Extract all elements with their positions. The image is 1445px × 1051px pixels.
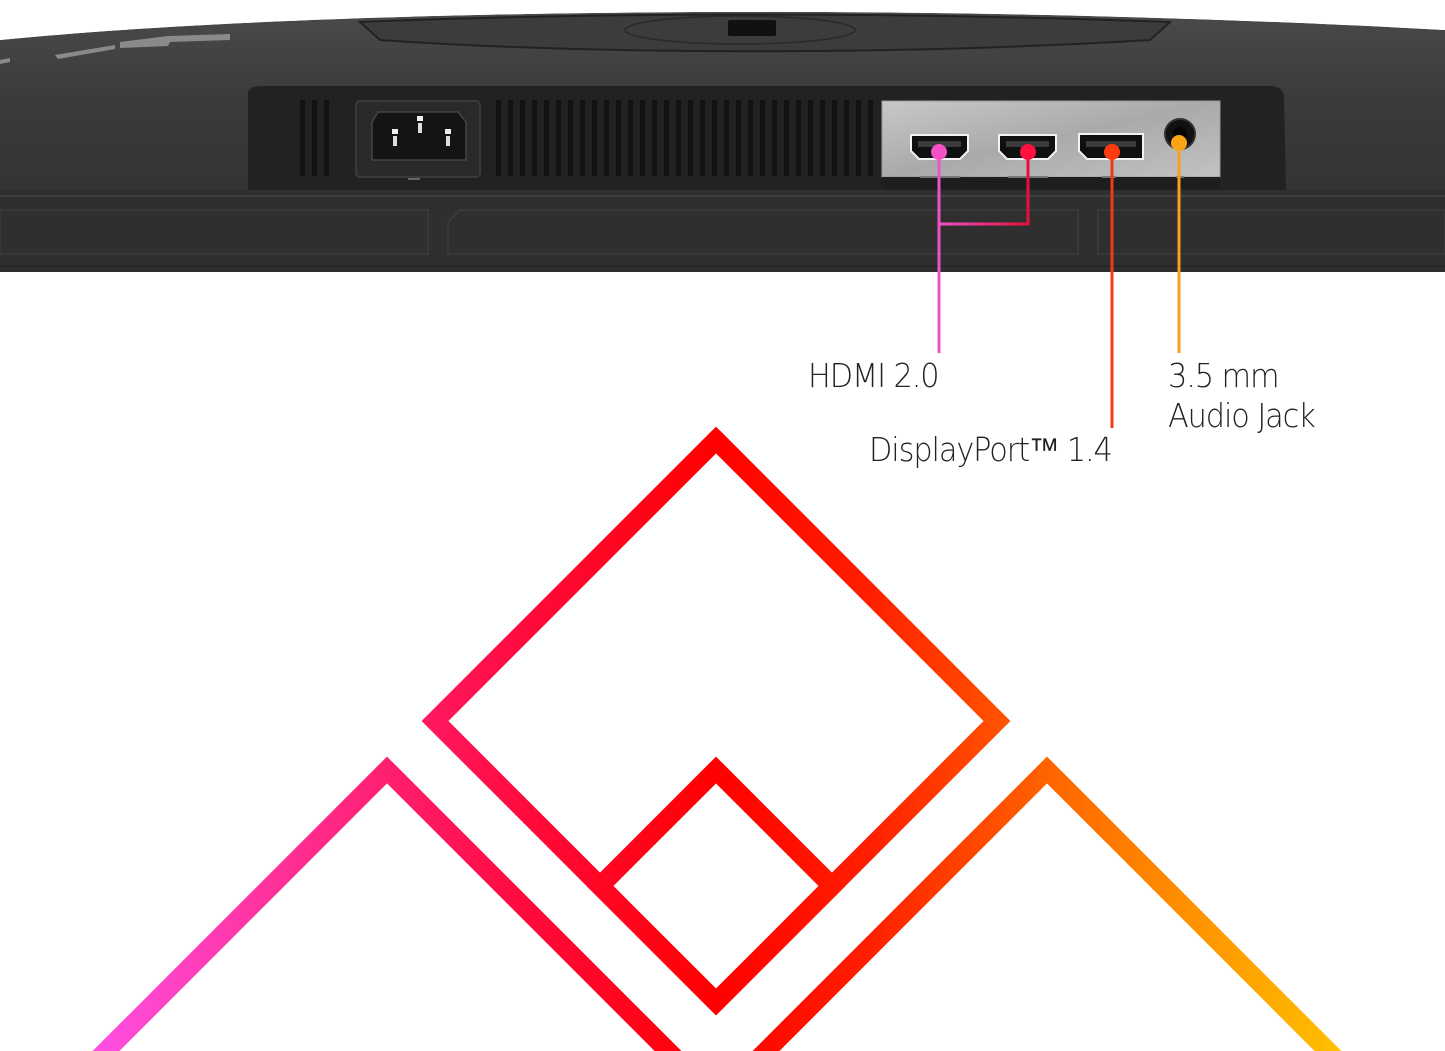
audio-jack-label-line2: Audio Jack [1168, 396, 1316, 435]
hdmi-label: HDMI 2.0 [808, 356, 940, 395]
power-inlet-icon [355, 100, 481, 180]
decorative-diamonds [92, 426, 1342, 1051]
audio-jack-label: 3.5 mm Audio Jack [1168, 356, 1316, 436]
diamond-small [586, 756, 846, 1016]
displayport-label: DisplayPort™ 1.4 [869, 430, 1113, 469]
audio-jack-label-line1: 3.5 mm [1168, 356, 1280, 395]
bezel-engraving [0, 34, 230, 64]
vent-slots [300, 100, 873, 176]
diamond-left [92, 756, 682, 1051]
diamond-right [752, 756, 1342, 1051]
monitor-rear [0, 0, 1445, 273]
port-plate [881, 100, 1221, 189]
callout-lines [931, 135, 1187, 428]
